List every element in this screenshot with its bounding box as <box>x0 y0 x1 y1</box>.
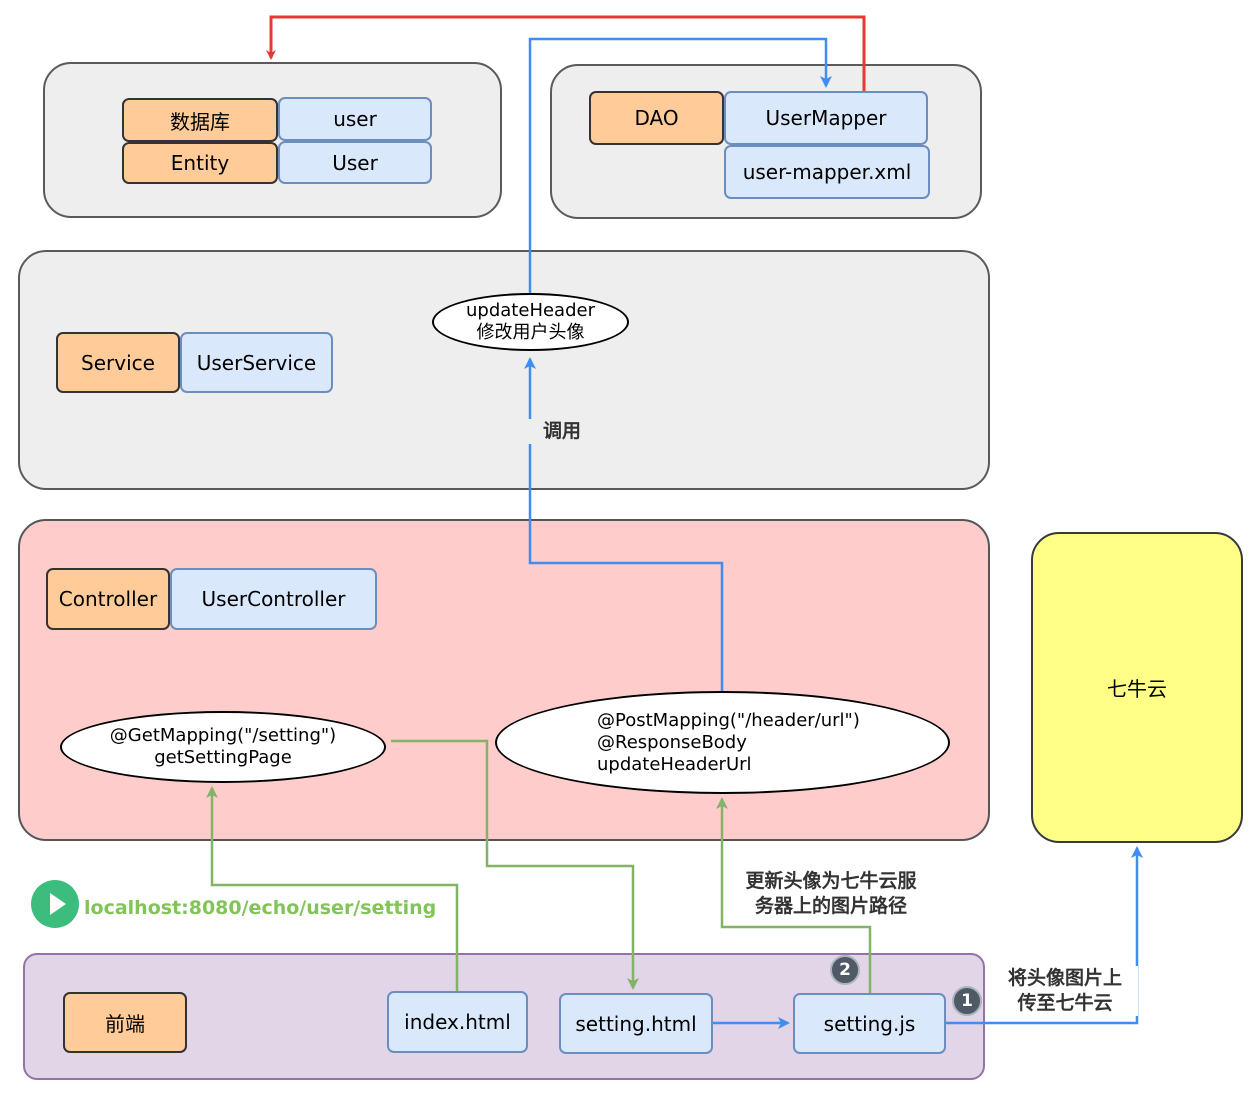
entity-label: Entity <box>122 142 278 184</box>
controller-label: Controller <box>46 568 170 630</box>
database-table-box: user <box>278 97 432 141</box>
method-name: updateHeader <box>466 300 595 321</box>
upload-to-qiniu-edge <box>946 846 1143 1025</box>
update-header-url-edge <box>716 797 872 993</box>
invoke-label: 调用 <box>522 419 602 444</box>
update-path-line2: 务器上的图片路径 <box>754 895 907 917</box>
service-label: Service <box>56 332 180 393</box>
render-setting-page-edge <box>391 739 639 990</box>
step-2-badge: 2 <box>830 955 860 985</box>
play-triangle-icon <box>50 893 66 915</box>
url-request-edge <box>206 786 459 991</box>
post-mapping-annotation: @PostMapping("/header/url") <box>597 709 860 731</box>
upload-line1: 将头像图片上 <box>1007 967 1122 989</box>
get-setting-page-handler: @GetMapping("/setting") getSettingPage <box>60 711 386 783</box>
qiniu-cloud-box: 七牛云 <box>1031 532 1243 843</box>
url-label[interactable]: localhost:8080/echo/user/setting <box>84 897 437 919</box>
controller-to-service-edge <box>524 357 724 691</box>
get-method-name: getSettingPage <box>154 747 292 768</box>
step-1-badge: 1 <box>952 986 982 1016</box>
upload-line2: 传至七牛云 <box>1017 992 1113 1014</box>
upload-label: 将头像图片上 传至七牛云 <box>992 966 1138 1016</box>
setting-html-box: setting.html <box>559 993 713 1054</box>
user-mapper-box: UserMapper <box>724 91 928 145</box>
response-body-annotation: @ResponseBody <box>597 731 747 753</box>
update-header-method: updateHeader 修改用户头像 <box>432 293 629 351</box>
setting-js-box: setting.js <box>793 993 946 1054</box>
play-circle-icon[interactable] <box>31 880 79 928</box>
frontend-label: 前端 <box>63 992 187 1053</box>
mapper-xml-box: user-mapper.xml <box>724 145 930 199</box>
entity-class-box: User <box>278 141 432 184</box>
update-path-line1: 更新头像为七牛云服 <box>745 870 917 892</box>
dao-label: DAO <box>589 91 724 145</box>
method-description: 修改用户头像 <box>476 322 585 343</box>
database-label: 数据库 <box>122 98 278 142</box>
post-method-name: updateHeaderUrl <box>597 753 752 775</box>
update-path-label: 更新头像为七牛云服 务器上的图片路径 <box>724 869 938 919</box>
user-service-box: UserService <box>180 332 333 393</box>
update-header-url-handler: @PostMapping("/header/url") @ResponseBod… <box>495 691 950 794</box>
user-controller-box: UserController <box>170 568 377 630</box>
get-mapping-annotation: @GetMapping("/setting") <box>109 725 337 746</box>
index-html-box: index.html <box>387 991 528 1053</box>
mapper-to-database-edge <box>266 15 866 91</box>
service-to-mapper-edge <box>528 37 832 293</box>
